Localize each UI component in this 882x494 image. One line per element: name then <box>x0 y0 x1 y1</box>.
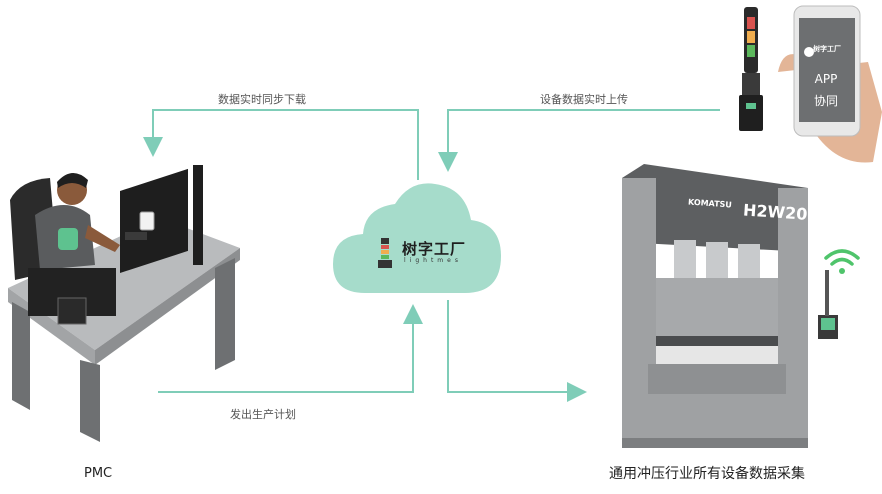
caption-data-collection: 通用冲压行业所有设备数据采集 <box>609 466 805 482</box>
phone-brand: 树字工厂 <box>813 45 841 53</box>
brand-logo-icon <box>378 238 392 268</box>
caption-pmc: PMC <box>84 466 113 481</box>
cloud-icon <box>333 183 501 293</box>
cloud-brand-name: 树字工厂 <box>402 240 467 258</box>
label-production-plan: 发出生产计划 <box>230 408 296 421</box>
label-realtime-upload: 设备数据实时上传 <box>540 93 628 106</box>
arrow-pmc-to-cloud <box>158 304 423 393</box>
phone-cooperate-label: 协同 <box>813 94 838 108</box>
user-at-desk-illustration <box>8 165 240 442</box>
arrow-cloud-to-pmc <box>143 109 419 180</box>
arrow-device-to-cloud <box>438 109 720 172</box>
label-sync-download: 数据实时同步下载 <box>218 93 306 106</box>
arrow-cloud-to-machine <box>447 300 587 402</box>
andon-light-icon <box>739 7 763 131</box>
cloud-brand-sub: lightmes <box>404 257 462 264</box>
phone-icon <box>778 5 882 163</box>
stamping-press-illustration <box>622 164 838 448</box>
wifi-icon <box>824 249 860 274</box>
phone-app-label: APP <box>814 72 838 86</box>
